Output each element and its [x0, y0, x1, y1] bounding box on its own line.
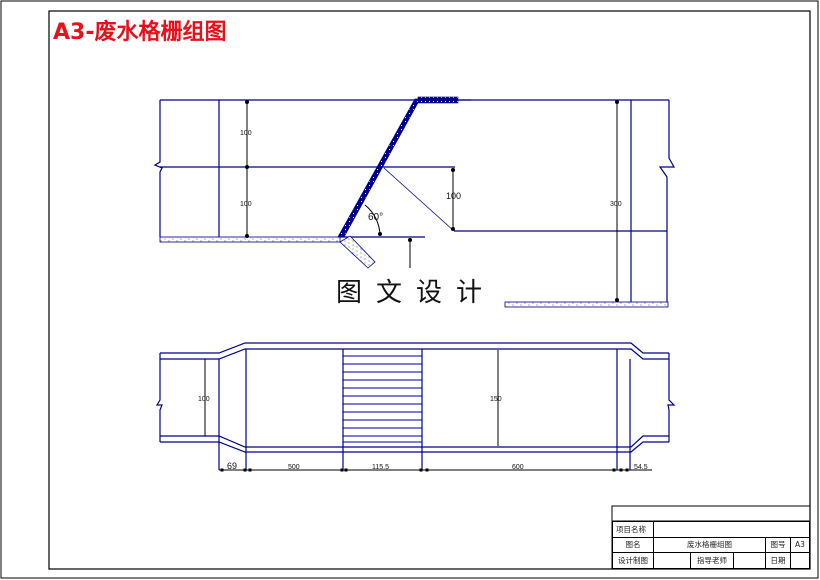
elevation-dimensions: [245, 100, 619, 302]
dim-left-upper: 100: [240, 130, 252, 137]
project-label: 项目名称: [612, 521, 654, 538]
plan-dimensions: [204, 350, 652, 472]
dim-seg-5: 54.5: [634, 464, 648, 471]
drawing-name-value: 废水格栅组图: [653, 536, 766, 554]
dim-inlet-width: 100: [198, 396, 210, 403]
advisor-value: [733, 552, 766, 569]
dim-seg-2: 500: [288, 464, 300, 471]
dim-seg-1: 69: [227, 461, 237, 471]
designer-label: 设计制图: [612, 552, 654, 569]
advisor-label: 指导老师: [690, 552, 734, 569]
inner-border: [48, 10, 811, 570]
dim-middle-right: 100: [446, 191, 461, 201]
dim-channel-width: 150: [490, 396, 502, 403]
drawing-title: A3-废水格栅组图: [53, 20, 227, 45]
date-value: [790, 552, 810, 569]
drawing-no-label: 图号: [765, 536, 791, 554]
elevation-view: [153, 96, 676, 308]
dim-seg-3: 115.5: [372, 464, 389, 471]
drawing-name-label: 图名: [612, 536, 654, 554]
drawing-no-value: A3: [790, 536, 810, 554]
project-value: [653, 521, 810, 538]
title-block: 项目名称 图名 废水格栅组图 图号 A3 设计制图 指导老师 日期: [612, 521, 810, 569]
watermark-text: 图文设计: [336, 278, 497, 308]
date-label: 日期: [765, 552, 791, 569]
angle-label: 60°: [368, 212, 383, 223]
dim-seg-4: 600: [512, 464, 524, 471]
dim-left-lower: 100: [240, 201, 252, 208]
designer-value: [653, 552, 691, 569]
plan-view: [155, 342, 676, 470]
dim-right-total: 300: [610, 201, 622, 208]
